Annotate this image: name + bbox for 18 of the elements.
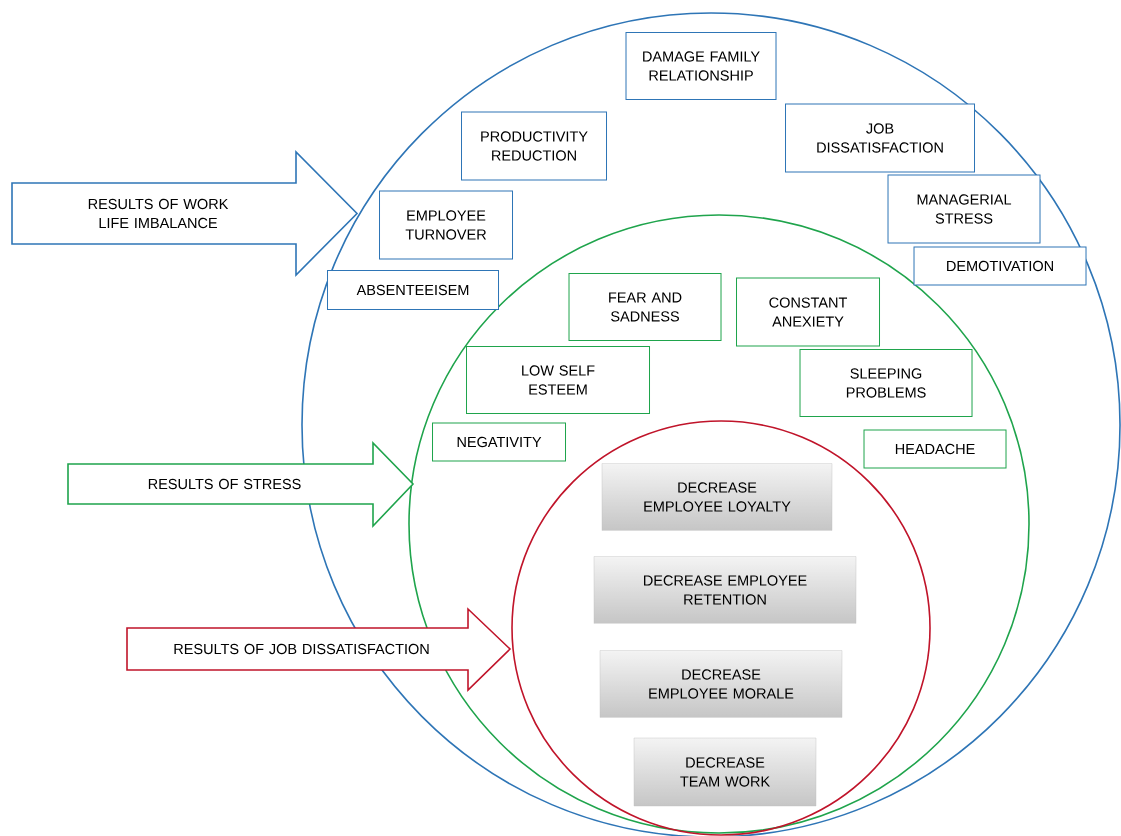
- ring: [301, 12, 1121, 836]
- text-box: DEMOTIVATION: [913, 246, 1087, 286]
- text-box: HEADACHE: [863, 429, 1007, 469]
- text-box: JOB DISSATISFACTION: [785, 103, 975, 173]
- text-box: DAMAGE FAMILY RELATIONSHIP: [625, 32, 777, 100]
- text-box: ABSENTEEISEM: [327, 270, 499, 310]
- text-box: LOW SELF ESTEEM: [466, 346, 650, 414]
- shaded-box: DECREASE TEAM WORK: [633, 737, 817, 807]
- text-box: PRODUCTIVITY REDUCTION: [461, 111, 607, 181]
- text-box: SLEEPING PROBLEMS: [799, 349, 973, 417]
- shaded-box: DECREASE EMPLOYEE MORALE: [599, 650, 843, 718]
- shaded-box: DECREASE EMPLOYEE RETENTION: [593, 556, 857, 624]
- text-box: MANAGERIAL STRESS: [887, 174, 1041, 244]
- text-box: CONSTANT ANEXIETY: [736, 277, 880, 347]
- shaded-box: DECREASE EMPLOYEE LOYALTY: [601, 463, 833, 531]
- text-box: EMPLOYEE TURNOVER: [379, 190, 513, 260]
- text-box: FEAR AND SADNESS: [568, 273, 722, 341]
- text-box: NEGATIVITY: [432, 422, 566, 462]
